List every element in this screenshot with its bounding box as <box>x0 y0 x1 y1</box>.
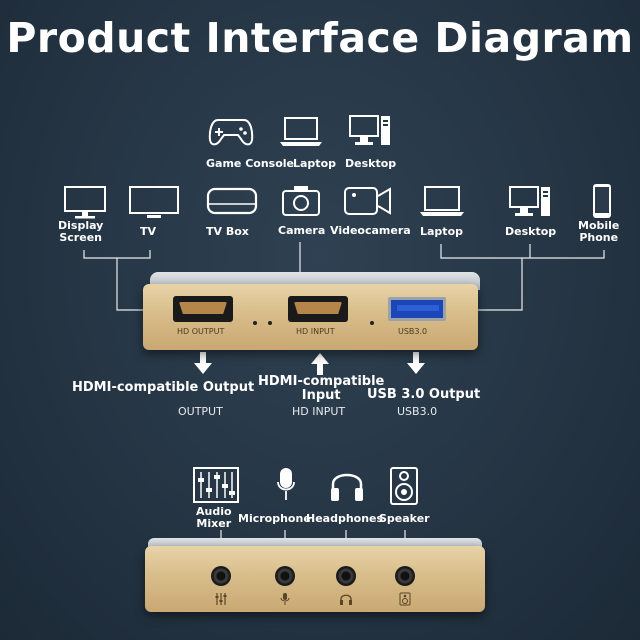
indicator-led <box>370 321 374 325</box>
desktop-icon <box>349 115 390 145</box>
hd-output-port-label: HD OUTPUT <box>177 327 225 336</box>
speaker-icon <box>399 592 411 606</box>
microphone-icon <box>280 593 290 605</box>
audio-mixer-jack <box>211 566 231 586</box>
headphones-icon <box>331 473 363 501</box>
game-console-icon <box>208 119 254 146</box>
label-tv-box: TV Box <box>206 225 249 238</box>
label-laptop-top: Laptop <box>293 157 336 170</box>
laptop-icon <box>420 186 464 216</box>
headphones-icon <box>340 594 352 605</box>
device-front-panel: HD OUTPUT HD INPUT USB3.0 <box>143 284 478 350</box>
label-laptop: Laptop <box>420 225 463 238</box>
hd-input-port <box>288 296 348 322</box>
display-screen-icon <box>64 186 106 219</box>
hd-output-port <box>173 296 233 322</box>
tv-box-icon <box>206 187 258 215</box>
microphone-jack <box>275 566 295 586</box>
hdmi-output-sub: OUTPUT <box>178 405 223 418</box>
indicator-led <box>268 321 272 325</box>
audio-mixer-icon <box>193 467 239 503</box>
microphone-icon <box>277 468 295 500</box>
audio-device-panel <box>145 546 485 612</box>
label-speaker: Speaker <box>379 512 430 525</box>
label-mobile-phone: Mobile Phone <box>578 219 620 244</box>
usb-output-sub: USB3.0 <box>397 405 438 418</box>
label-videocamera: Videocamera <box>330 224 411 237</box>
label-audio-mixer: Audio Mixer <box>196 505 232 530</box>
label-microphone: Microphone <box>238 512 311 525</box>
videocamera-icon <box>344 187 391 215</box>
speaker-jack <box>395 566 415 586</box>
camera-icon <box>282 186 320 216</box>
label-camera: Camera <box>278 224 326 237</box>
hdmi-input-title: HDMI-compatible Input <box>258 374 385 403</box>
tv-icon <box>129 186 179 218</box>
desktop-icon <box>509 186 550 216</box>
label-display-screen: Display Screen <box>58 219 104 244</box>
usb-output-title: USB 3.0 Output <box>367 387 481 402</box>
usb3-port <box>388 297 446 321</box>
audio-mixer-icon <box>215 593 227 605</box>
label-headphones: Headphones <box>306 512 384 525</box>
label-game-console: Game Console <box>206 157 294 170</box>
label-desktop: Desktop <box>505 225 557 238</box>
hdmi-output-title: HDMI-compatible Output <box>72 380 255 395</box>
laptop-icon <box>280 117 322 146</box>
usb3-port-label: USB3.0 <box>398 327 428 336</box>
label-tv: TV <box>140 225 157 238</box>
hd-input-port-label: HD INPUT <box>296 327 335 336</box>
mobile-phone-icon <box>593 184 611 218</box>
speaker-icon <box>390 467 418 505</box>
hdmi-input-sub: HD INPUT <box>292 405 346 418</box>
indicator-led <box>253 321 257 325</box>
headphones-jack <box>336 566 356 586</box>
page-title: Product Interface Diagram <box>6 14 634 62</box>
label-desktop-top: Desktop <box>345 157 397 170</box>
